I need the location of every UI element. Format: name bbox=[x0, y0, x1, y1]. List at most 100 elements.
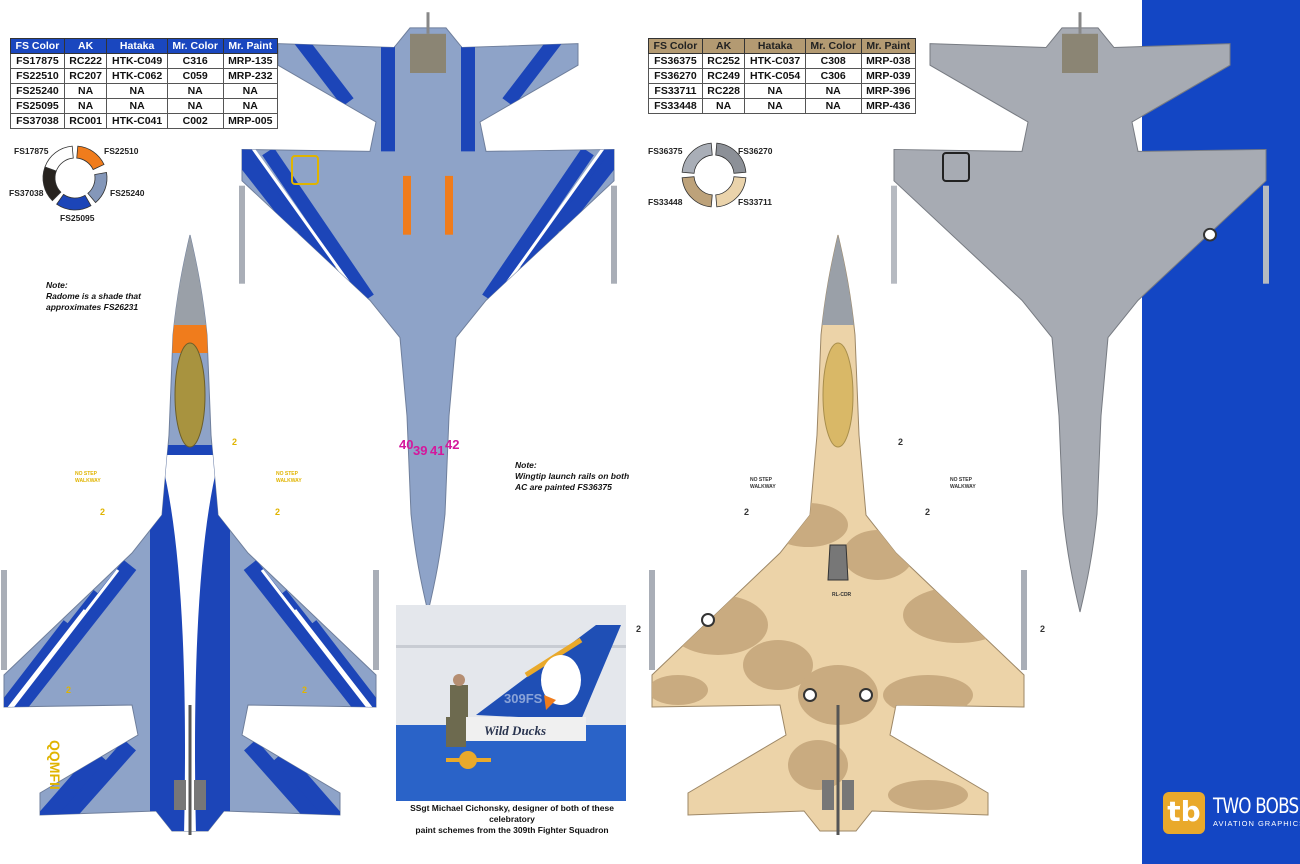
swatch-label: FS33448 bbox=[648, 197, 683, 207]
table-cell: HTK-C062 bbox=[106, 68, 168, 84]
table-cell: HTK-C049 bbox=[106, 53, 168, 69]
table-cell: FS22510 bbox=[10, 68, 65, 84]
color-swatch bbox=[681, 176, 713, 208]
swatch-ring-desert-scheme bbox=[681, 142, 747, 208]
swatch-label: FS37038 bbox=[9, 188, 44, 198]
photo-caption: SSgt Michael Cichonsky, designer of both… bbox=[392, 803, 632, 836]
table-cell: HTK-C041 bbox=[106, 113, 168, 129]
column-header: AK bbox=[63, 38, 108, 54]
decal-number: 2 bbox=[636, 624, 641, 634]
brand-band bbox=[1142, 0, 1300, 864]
note-line: AC are painted FS36375 bbox=[515, 482, 612, 492]
table-cell: RC249 bbox=[701, 68, 746, 84]
table-cell: FS33448 bbox=[648, 98, 703, 114]
table-cell: FS37038 bbox=[10, 113, 65, 129]
column-header: FS Color bbox=[10, 38, 65, 54]
decal-no-step: NO STEP bbox=[950, 477, 973, 483]
decal-number: 2 bbox=[898, 437, 903, 447]
decal-number: 2 bbox=[66, 685, 71, 695]
modex-39: 39 bbox=[413, 443, 427, 458]
modex-41: 41 bbox=[430, 443, 444, 458]
swatch-label: FS33711 bbox=[738, 197, 772, 207]
swatch-ring-blue-scheme bbox=[42, 145, 108, 211]
decal-walkway: WALKWAY bbox=[950, 484, 976, 490]
table-cell: HTK-C054 bbox=[744, 68, 806, 84]
column-header: Mr. Paint bbox=[860, 38, 916, 54]
swatch-label: FS25095 bbox=[60, 213, 95, 223]
column-header: Mr. Color bbox=[166, 38, 224, 54]
color-swatch bbox=[56, 193, 92, 211]
caption-line: paint schemes from the 309th Fighter Squ… bbox=[415, 825, 609, 835]
modex-40: 40 bbox=[399, 437, 413, 452]
swatch-label: FS17875 bbox=[14, 146, 49, 156]
table-cell: C308 bbox=[804, 53, 862, 69]
note-line: Wingtip launch rails on both bbox=[515, 471, 630, 481]
modex-42: 42 bbox=[445, 437, 459, 452]
table-cell: NA bbox=[804, 98, 862, 114]
column-header: FS Color bbox=[648, 38, 703, 54]
column-header: AK bbox=[701, 38, 746, 54]
column-header: Hataka bbox=[744, 38, 806, 54]
color-swatch bbox=[681, 142, 713, 174]
table-cell: C002 bbox=[166, 113, 224, 129]
table-cell: FS33711 bbox=[648, 83, 703, 99]
column-header: Mr. Color bbox=[804, 38, 862, 54]
designer-photo: 309FS Wild Ducks bbox=[396, 605, 626, 801]
aircraft-desert-top-view bbox=[649, 234, 1027, 835]
table-cell: MRP-436 bbox=[860, 98, 916, 114]
decal-tail-code: QQMFII bbox=[47, 740, 63, 790]
note-title: Note: bbox=[515, 460, 537, 470]
table-cell: NA bbox=[63, 83, 108, 99]
note-wingtip: Note: Wingtip launch rails on both AC ar… bbox=[515, 460, 629, 493]
fuselage-text-wild-ducks: Wild Ducks bbox=[484, 723, 546, 738]
color-swatch bbox=[44, 145, 74, 172]
table-cell: FS25240 bbox=[10, 83, 65, 99]
decal-number: 2 bbox=[925, 507, 930, 517]
table-cell: C059 bbox=[166, 68, 224, 84]
decal-no-step: NO STEP bbox=[750, 477, 773, 483]
decal-walkway: WALKWAY bbox=[276, 478, 302, 484]
table-cell: FS36375 bbox=[648, 53, 703, 69]
table-cell: RC252 bbox=[701, 53, 746, 69]
note-line: Radome is a shade that bbox=[46, 291, 141, 301]
logo-name: TWO BOBS bbox=[1213, 794, 1299, 818]
table-cell: C316 bbox=[166, 53, 224, 69]
table-cell: RC001 bbox=[63, 113, 108, 129]
table-cell: C306 bbox=[804, 68, 862, 84]
swatch-label: FS36375 bbox=[648, 146, 683, 156]
table-cell: MRP-039 bbox=[860, 68, 916, 84]
table-cell: RC222 bbox=[63, 53, 108, 69]
color-swatch bbox=[715, 142, 747, 174]
swatch-label: FS36270 bbox=[738, 146, 773, 156]
caption-line: SSgt Michael Cichonsky, designer of both… bbox=[410, 803, 614, 824]
logo-mark: tb bbox=[1163, 792, 1205, 834]
color-swatch bbox=[76, 145, 105, 171]
table-cell: NA bbox=[701, 98, 746, 114]
table-cell: FS25095 bbox=[10, 98, 65, 114]
decal-number: 2 bbox=[275, 507, 280, 517]
table-cell: NA bbox=[166, 83, 224, 99]
column-header: Hataka bbox=[106, 38, 168, 54]
table-cell: RC228 bbox=[701, 83, 746, 99]
swatch-label: FS22510 bbox=[104, 146, 139, 156]
color-swatch bbox=[42, 166, 62, 202]
table-cell: RC207 bbox=[63, 68, 108, 84]
note-radome: Note: Radome is a shade that approximate… bbox=[46, 280, 141, 313]
decal-no-step: NO STEP bbox=[75, 471, 98, 477]
table-cell: NA bbox=[106, 98, 168, 114]
table-cell: NA bbox=[106, 83, 168, 99]
decal-number: 2 bbox=[100, 507, 105, 517]
logo-tagline: AVIATION GRAPHICS bbox=[1213, 819, 1300, 828]
